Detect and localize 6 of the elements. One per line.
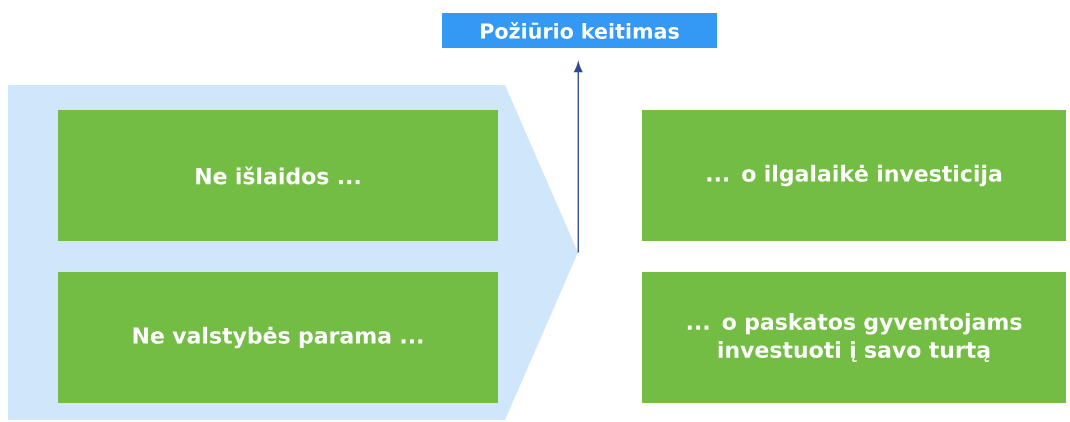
statement-box: ... o ilgalaikė investicija — [642, 110, 1066, 241]
heading-box: Požiūrio keitimas — [442, 13, 717, 48]
arrow — [574, 62, 583, 254]
statement-box: Ne valstybės parama ... — [58, 272, 498, 403]
statement-box: ... o paskatos gyventojams investuoti į savo turtą — [642, 272, 1066, 403]
statement-box: Ne išlaidos ... — [58, 110, 498, 241]
